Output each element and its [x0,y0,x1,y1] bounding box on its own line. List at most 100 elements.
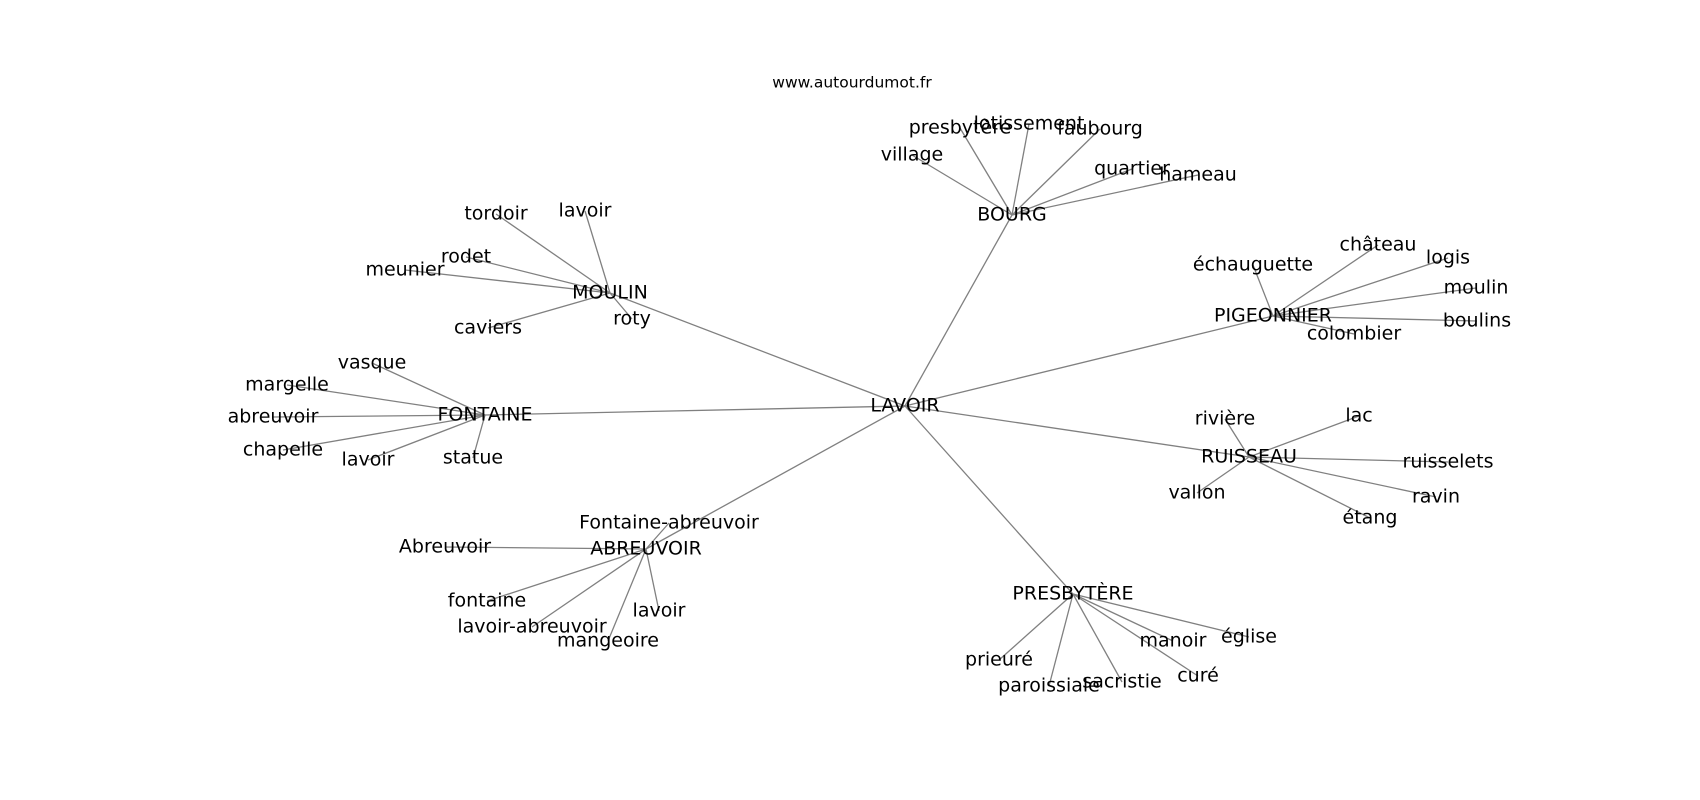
edge-center-to-hub [645,405,906,550]
edge-hub-to-word [286,384,486,416]
word-node-label: logis [1426,247,1470,269]
word-node-label: margelle [245,374,329,396]
word-node-label: boulins [1443,310,1511,332]
edge-hub-to-word [584,210,611,294]
edge-center-to-hub [484,405,906,416]
hub-node-label: ABREUVOIR [590,538,702,560]
edge-hub-to-word [959,127,1013,216]
word-node-label: abreuvoir [228,406,319,428]
edge-center-to-hub [904,315,1274,407]
edge-hub-to-word [487,292,611,329]
word-node-label: Fontaine-abreuvoir [579,512,759,534]
word-node-label: lotissement [974,113,1085,135]
edge-hub-to-word [404,269,611,294]
word-node-label: lac [1345,405,1372,427]
edge-hub-to-word [272,414,486,418]
edge-hub-to-word [1272,315,1355,335]
edge-hub-to-word [1248,415,1360,458]
edge-hub-to-word [1011,168,1133,216]
word-node-label: lavoir [633,600,686,622]
graph-edges [272,123,1478,687]
edge-center-to-hub [904,405,1074,595]
edge-hub-to-word [1224,418,1250,458]
edge-hub-to-word [495,213,611,294]
word-node-label: chapelle [243,439,323,461]
edge-hub-to-word [1272,257,1449,317]
word-node-label: faubourg [1057,118,1143,140]
word-node-label: presbytère [909,117,1012,139]
word-node-label: étang [1343,507,1398,529]
edge-center-to-hub [904,214,1013,407]
word-node-label: hameau [1159,164,1237,186]
word-node-label: manoir [1140,630,1207,652]
edge-hub-to-word [607,548,647,642]
word-node-label: curé [1177,665,1219,687]
word-node-label: fontaine [448,590,526,612]
edge-hub-to-word [1248,456,1449,463]
edge-hub-to-word [486,548,647,602]
word-node-label: statue [443,447,503,469]
word-node-label: paroissiale [998,675,1100,697]
word-node-label: tordoir [464,203,528,225]
word-node-label: lavoir [559,200,612,222]
word-node-label: roty [613,308,651,330]
edge-hub-to-word [371,362,486,416]
edge-hub-to-word [1072,593,1199,677]
word-node-label: vallon [1168,482,1225,504]
word-node-label: village [881,144,943,166]
word-node-label: lavoir [342,449,395,471]
edge-hub-to-word [1072,593,1174,642]
edge-hub-to-word [1072,593,1250,638]
word-node-label: caviers [454,317,522,339]
word-node-label: prieuré [965,649,1033,671]
word-node-label: échauguette [1193,254,1313,276]
edge-hub-to-word [367,414,486,461]
hub-node-label: MOULIN [572,282,648,304]
edge-center-to-hub [904,405,1250,458]
center-node-label: LAVOIR [870,395,939,417]
edge-hub-to-word [1011,174,1199,216]
edge-hub-to-word [1011,128,1101,216]
hub-node-label: FONTAINE [437,404,532,426]
edge-hub-to-word [645,522,670,550]
edge-hub-to-word [1248,456,1371,519]
edge-center-to-hub [609,292,906,407]
edge-hub-to-word [1272,244,1379,317]
word-node-label: ravin [1412,486,1460,508]
edge-hub-to-word [645,548,660,612]
edge-hub-to-word [609,292,633,320]
word-node-label: mangeoire [557,630,659,652]
edge-hub-to-word [1272,287,1477,317]
edge-hub-to-word [1248,456,1437,498]
word-node-label: rodet [441,246,491,268]
edge-hub-to-word [1196,456,1250,494]
word-node-label: quartier [1094,158,1170,180]
word-node-label: sacristie [1082,671,1161,693]
edge-hub-to-word [911,154,1013,216]
hub-node-label: PRESBYTÈRE [1012,582,1133,605]
word-node-label: vasque [338,352,407,374]
edge-hub-to-word [282,414,486,451]
edge-hub-to-word [1048,593,1074,687]
word-node-label: lavoir-abreuvoir [457,616,606,638]
edge-hub-to-word [1072,593,1123,683]
edge-hub-to-word [465,256,611,294]
edge-hub-to-word [531,548,647,628]
word-node-label: moulin [1444,277,1509,299]
word-node-label: Abreuvoir [399,536,491,558]
word-node-label: église [1221,626,1277,648]
word-node-label: château [1340,234,1417,256]
word-node-label: colombier [1307,323,1402,345]
edge-hub-to-word [1252,264,1274,317]
edge-hub-to-word [998,593,1074,661]
hub-node-label: BOURG [977,204,1047,226]
word-node-label: ruisselets [1403,451,1494,473]
edge-hub-to-word [1011,123,1030,216]
edge-hub-to-word [444,546,647,550]
edge-hub-to-word [472,414,486,459]
hub-node-label: PIGEONNIER [1214,305,1332,327]
hub-node-label: RUISSEAU [1201,446,1297,468]
word-node-label: meunier [365,259,444,281]
